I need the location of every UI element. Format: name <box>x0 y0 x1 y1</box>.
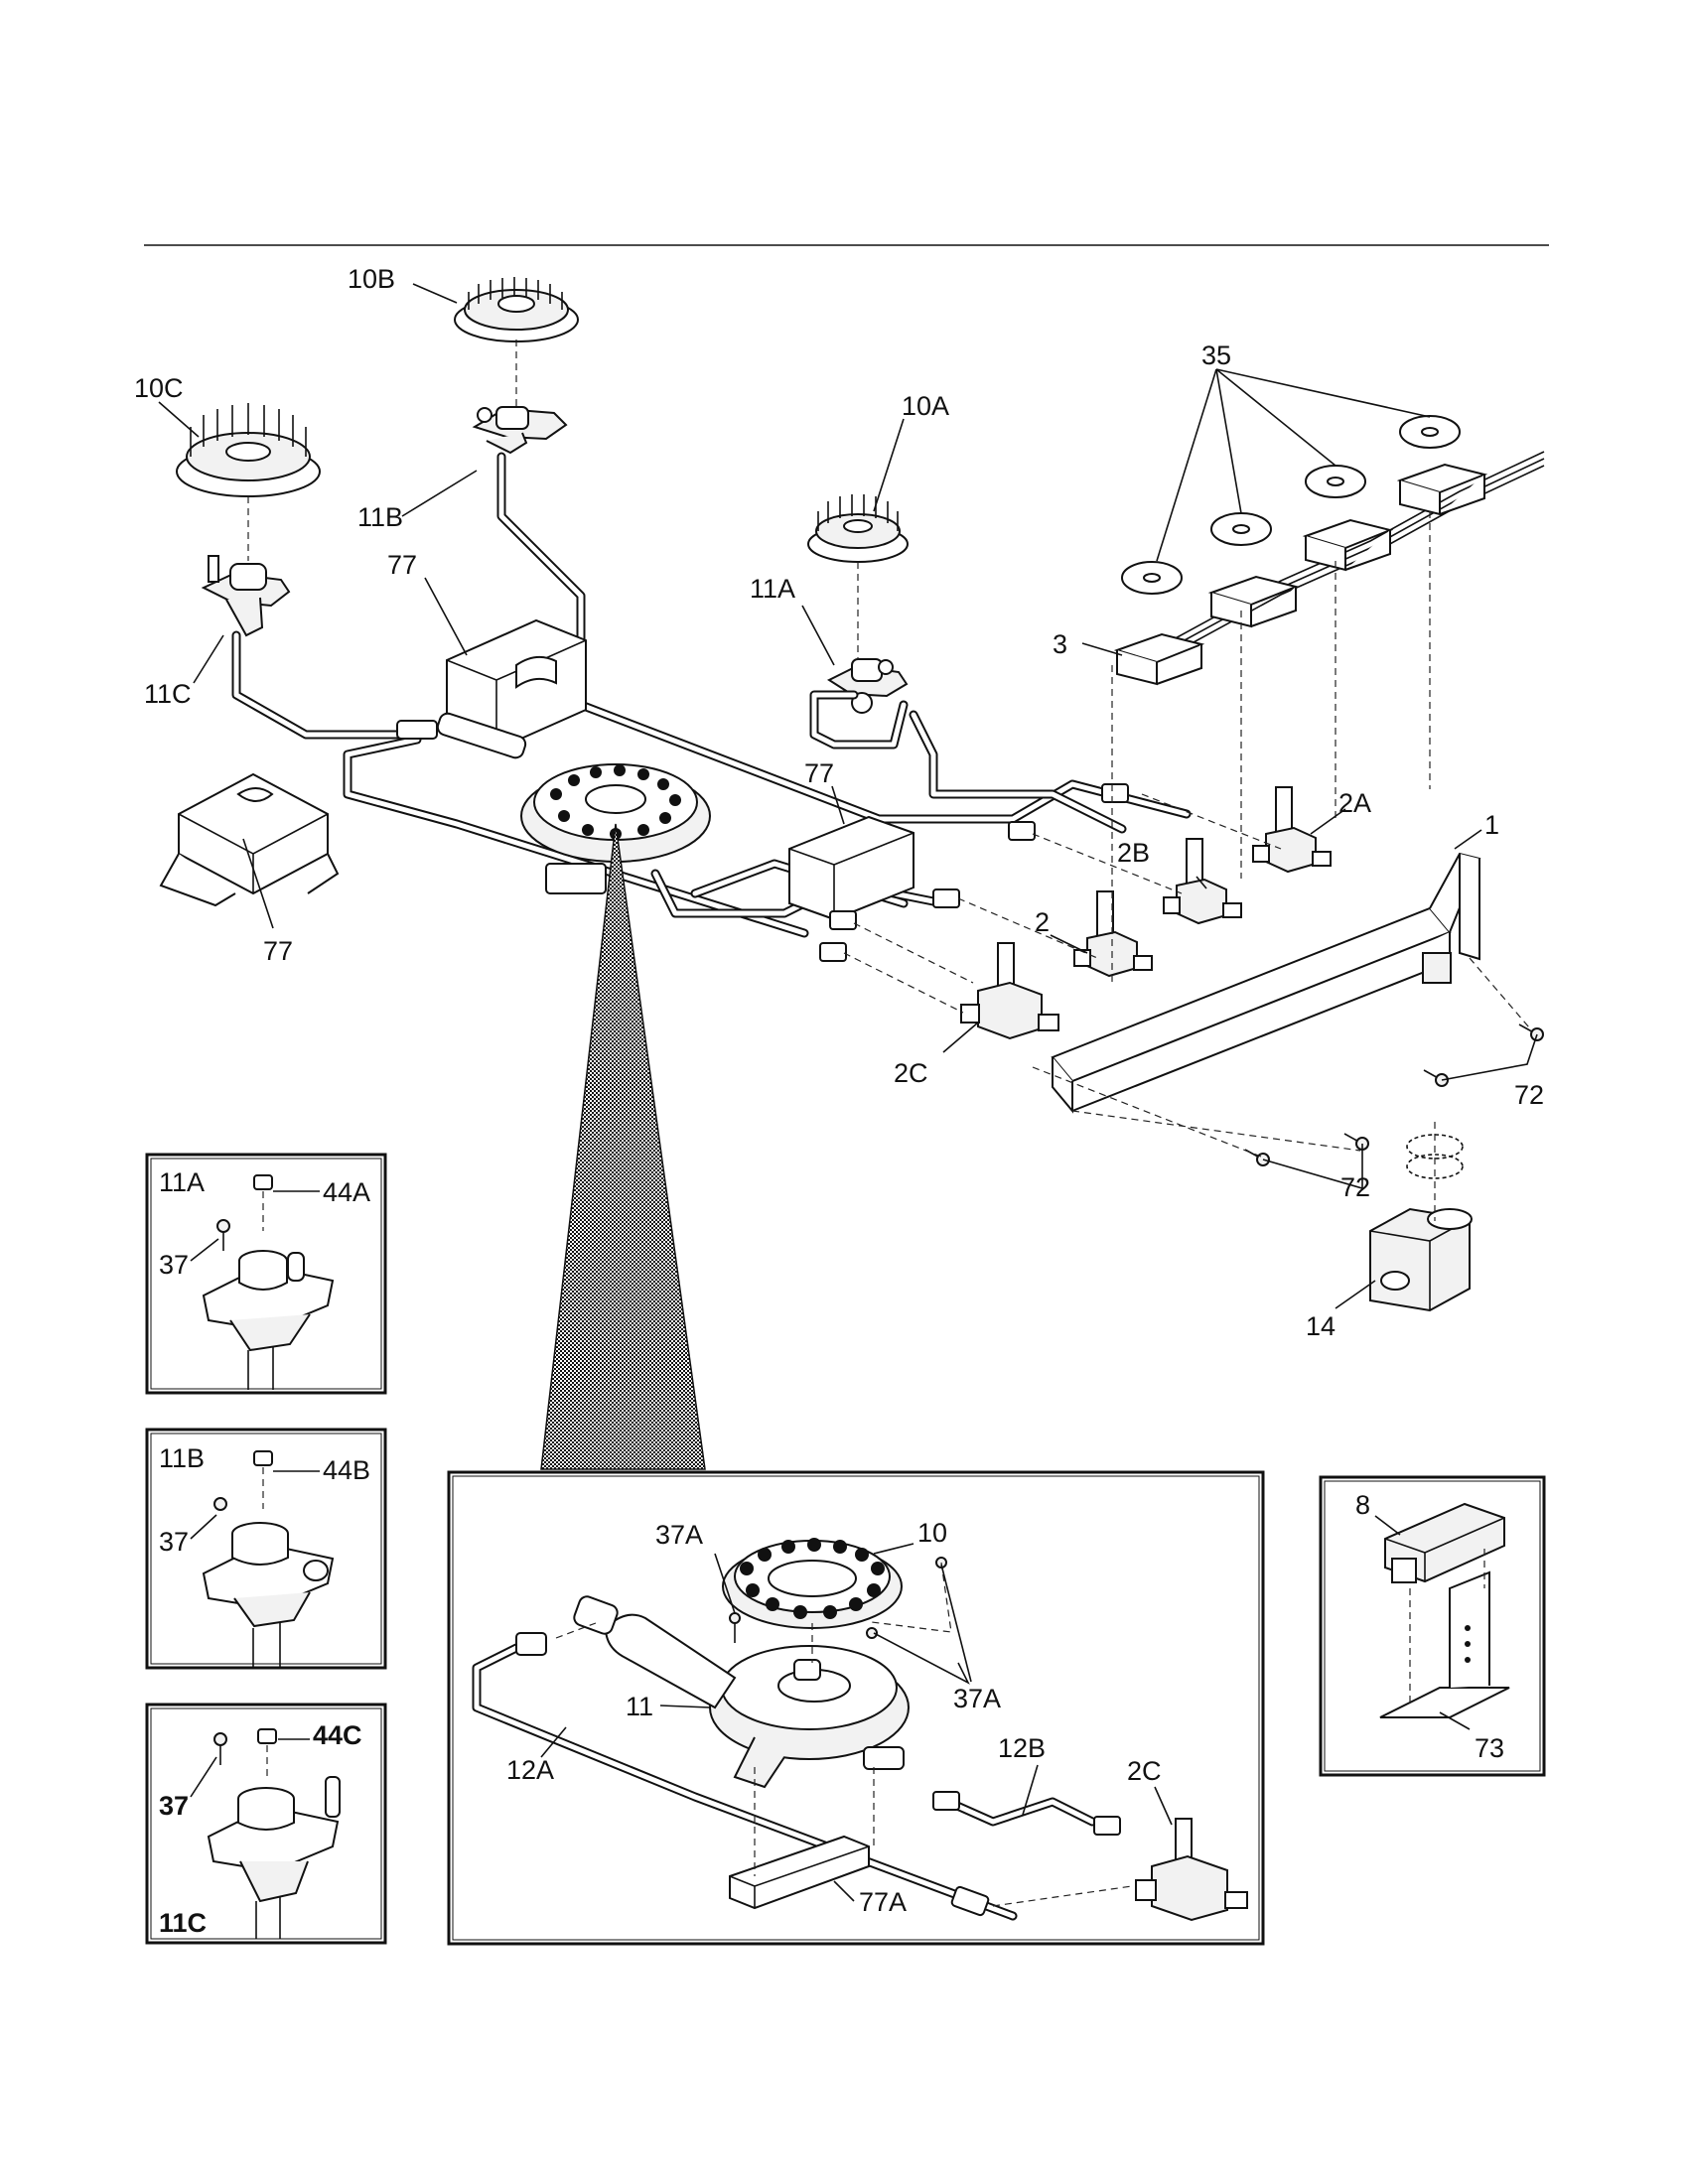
label-72-lower: 72 <box>1340 1172 1370 1202</box>
inset-11c-title: 11C <box>159 1908 207 1938</box>
bracket-77-mid <box>788 815 914 921</box>
burner-head-10a <box>807 494 909 563</box>
burner-base-11b <box>472 406 568 455</box>
inset-11b-title: 11B <box>159 1443 205 1473</box>
label-77-left: 77 <box>263 936 293 966</box>
valve-2a <box>1252 786 1332 874</box>
label-10b: 10B <box>348 264 395 294</box>
label-77-mid: 77 <box>804 758 834 788</box>
label-77-top: 77 <box>387 550 417 580</box>
manifold-1 <box>1051 852 1481 1114</box>
label-72-right: 72 <box>1514 1080 1544 1110</box>
label-14: 14 <box>1306 1311 1336 1341</box>
label-10: 10 <box>917 1518 947 1548</box>
inset-11a: 11A 44A 37 <box>145 1153 387 1395</box>
bracket-77-loose <box>159 772 340 907</box>
label-12b: 12B <box>998 1733 1046 1763</box>
label-2c-detail: 2C <box>1127 1756 1162 1786</box>
detail-projection <box>540 823 706 1470</box>
burner-head-10b <box>454 277 579 342</box>
label-37-c: 37 <box>159 1791 189 1821</box>
label-44c: 44C <box>313 1720 362 1750</box>
inset-11c: 11C 44C 37 <box>145 1703 387 1945</box>
label-3: 3 <box>1053 629 1067 659</box>
washers-35 <box>1121 415 1461 595</box>
valve-2 <box>1073 890 1153 978</box>
burner-head-10c <box>176 403 321 497</box>
label-2a: 2A <box>1338 788 1371 818</box>
label-11: 11 <box>626 1692 653 1721</box>
inset-spark-module: 8 73 <box>1319 1475 1546 1777</box>
orifice-fittings <box>819 783 1129 962</box>
label-44b: 44B <box>323 1455 370 1485</box>
label-2c: 2C <box>894 1058 928 1088</box>
pressure-regulator-14 <box>1369 1134 1473 1312</box>
label-11a: 11A <box>750 574 795 604</box>
callout-leaders <box>158 283 1538 1309</box>
main-burner-assembly <box>396 712 711 894</box>
label-35: 35 <box>1201 341 1231 370</box>
bracket-77-top <box>446 618 587 751</box>
valve-2b <box>1163 838 1242 925</box>
label-77a: 77A <box>859 1887 907 1917</box>
label-1: 1 <box>1484 810 1499 840</box>
burner-base-11c <box>201 555 291 637</box>
label-37-b: 37 <box>159 1527 189 1557</box>
label-10c: 10C <box>134 373 184 403</box>
label-2: 2 <box>1035 907 1050 937</box>
inset-11a-title: 11A <box>159 1167 205 1197</box>
label-10a: 10A <box>902 391 949 421</box>
label-73: 73 <box>1475 1733 1504 1763</box>
switch-plates-3 <box>1113 463 1488 686</box>
screws-72 <box>1244 1024 1544 1166</box>
label-37-a: 37 <box>159 1250 189 1280</box>
assembly-guides <box>843 511 1530 1221</box>
detail-main-burner: 37A 10 37A 11 12A 12B 2C 77A <box>447 1470 1265 1946</box>
valve-2c <box>960 942 1059 1040</box>
label-2b: 2B <box>1117 838 1150 868</box>
label-11c: 11C <box>144 679 192 709</box>
label-44a: 44A <box>323 1177 370 1207</box>
burner-base-11a <box>826 658 909 714</box>
inset-11b: 11B 44B 37 <box>145 1428 387 1670</box>
label-11b: 11B <box>357 502 403 532</box>
label-12a: 12A <box>506 1755 554 1785</box>
label-37a-top: 37A <box>655 1520 703 1550</box>
label-8: 8 <box>1355 1490 1370 1520</box>
label-37a-right: 37A <box>953 1684 1001 1713</box>
